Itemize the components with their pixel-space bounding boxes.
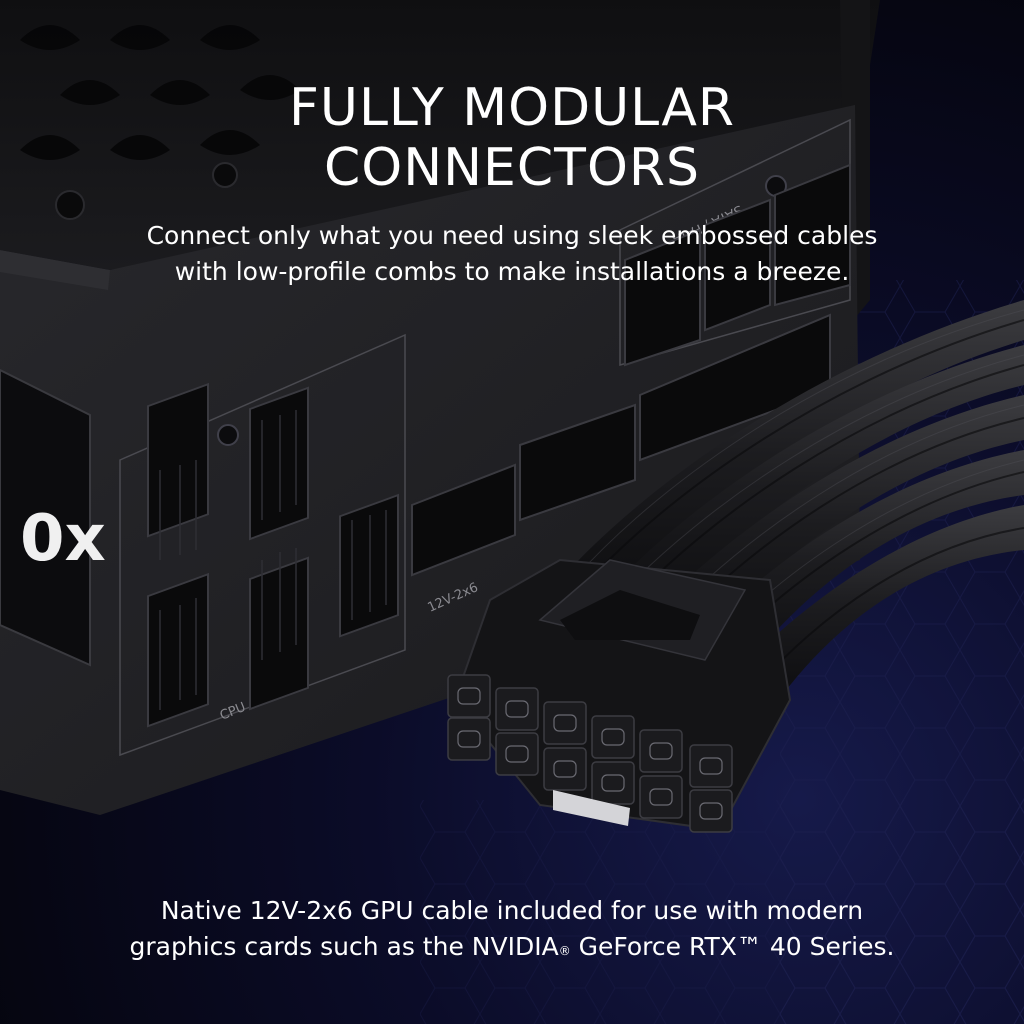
psu-modular-face: 0x CPU / PCIe SATA / PATA 12V-2x6 xyxy=(0,105,860,815)
subtitle-line2: with low-profile combs to make installat… xyxy=(174,257,850,286)
registered-mark: ® xyxy=(558,944,571,958)
footer-line2-end: GeForce RTX™ 40 Series. xyxy=(570,932,895,961)
svg-text:0x: 0x xyxy=(20,502,106,576)
footer-line1: Native 12V-2x6 GPU cable included for us… xyxy=(160,896,864,925)
cpu-pcie-group xyxy=(119,333,406,757)
footer-line2: graphics cards such as the NVIDIA® GeFor… xyxy=(0,929,1024,965)
cpu-pcie-sockets xyxy=(147,382,399,728)
gpu-connector-plug xyxy=(447,558,792,833)
sense-pins xyxy=(553,790,630,826)
sata-group xyxy=(619,118,851,366)
headline-line1: FULLY MODULAR xyxy=(288,78,736,138)
subtitle-line1: Connect only what you need using sleek e… xyxy=(146,221,878,250)
headline-line2: CONNECTORS xyxy=(323,138,701,198)
psu-top-plate xyxy=(0,0,880,270)
model-badge: 0x xyxy=(0,368,106,667)
footer-line2-start: graphics cards such as the NVIDIA xyxy=(129,932,559,961)
main-sockets xyxy=(411,163,851,577)
plug-pins xyxy=(447,674,733,833)
